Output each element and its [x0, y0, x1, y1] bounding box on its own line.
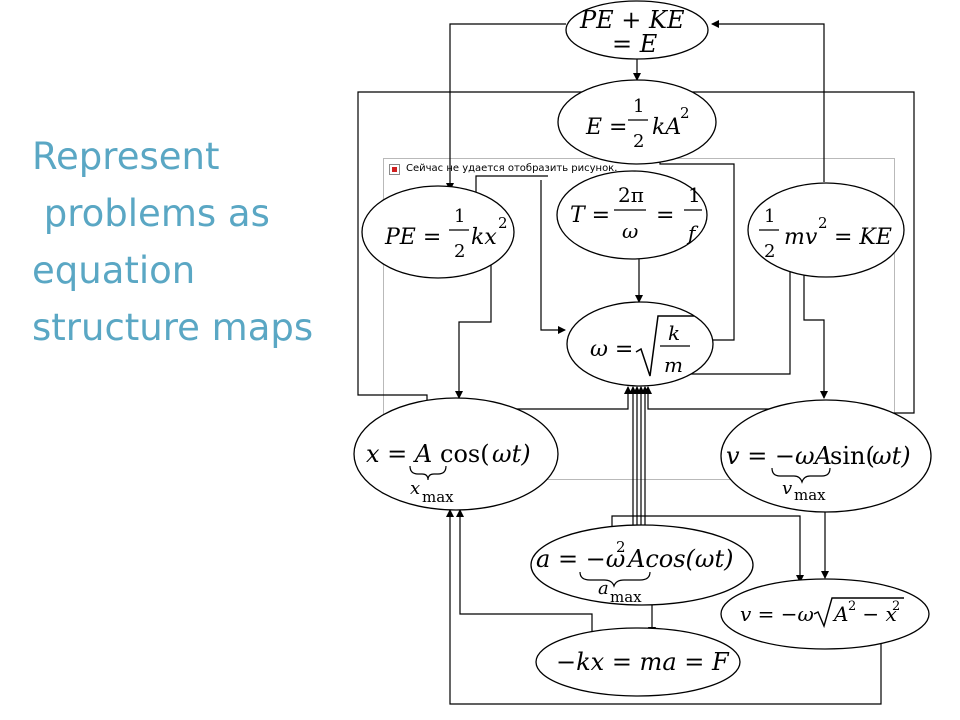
omega-den: m — [664, 353, 683, 377]
acceleration-text-b: Acos(ωt) — [626, 545, 733, 573]
energy-amplitude-lhs: E = — [585, 115, 628, 140]
potential-energy-num: 1 — [454, 206, 465, 227]
potential-energy-den: 2 — [454, 241, 465, 262]
energy-amplitude-exp: 2 — [680, 104, 690, 122]
velocity-sub: max — [794, 486, 826, 504]
connector-ke-to-total — [711, 20, 825, 182]
potential-energy-exp: 2 — [498, 214, 508, 232]
title-line: Represent — [32, 135, 220, 178]
acceleration-sub: max — [610, 588, 642, 606]
kinetic-energy-num: 1 — [764, 206, 775, 227]
vpos-text-c: − x — [856, 602, 897, 626]
equation-texts: PE + KE = E E = 1 2 kA 2 PE = 1 2 kx 2 T… — [366, 6, 911, 676]
title-line: problems as — [32, 192, 270, 235]
omega-num: k — [668, 321, 680, 345]
ellipse-total-energy — [565, 0, 709, 60]
acceleration-exp: 2 — [616, 538, 626, 556]
total-energy-line2: = E — [612, 30, 658, 58]
sqrt-sign — [635, 315, 694, 377]
energy-amplitude-rhs: kA — [652, 115, 681, 140]
vpos-text-a: v = −ω — [740, 602, 814, 626]
ellipse-velocity — [720, 399, 932, 513]
period-eq: = — [656, 203, 674, 228]
connector-to-omega-left — [540, 180, 566, 334]
period-num1: 2π — [618, 183, 644, 207]
connector-vpos-to-position — [446, 509, 885, 705]
underbrace — [579, 571, 651, 588]
connector-ke-to-omega — [666, 245, 794, 375]
vpos-exp1: 2 — [848, 599, 856, 614]
slide-title: Represent problems as equation structure… — [32, 128, 352, 356]
force-text: −kx = ma = F — [556, 648, 730, 676]
kinetic-energy-rhs: = KE — [834, 225, 892, 250]
connector-total-to-pe — [446, 23, 566, 191]
ellipse-kinetic-energy — [747, 182, 905, 278]
ellipse-energy-amplitude — [557, 79, 717, 165]
total-energy-line1: PE + KE — [579, 6, 685, 34]
velocity-text-b: sin( — [830, 442, 875, 470]
title-line: structure maps — [32, 306, 314, 349]
ellipse-acceleration — [530, 524, 754, 606]
energy-amplitude-den: 2 — [633, 131, 644, 152]
sqrt-sign — [813, 597, 904, 629]
velocity-text-c: ωt) — [872, 442, 911, 470]
position-text-c: ωt) — [492, 440, 531, 468]
equation-ellipses — [353, 0, 932, 697]
period-den1: ω — [622, 219, 638, 243]
kinetic-energy-exp: 2 — [818, 214, 828, 232]
broken-image-alt-text: Сейчас не удается отобразить рисунок. — [406, 163, 618, 174]
ellipse-velocity-position — [720, 578, 930, 650]
vpos-text-b: A — [832, 602, 848, 626]
potential-energy-lhs: PE = — [384, 225, 441, 250]
energy-amplitude-num: 1 — [633, 96, 644, 117]
ellipse-position — [353, 397, 559, 511]
ellipse-potential-energy — [361, 185, 515, 279]
broken-image-icon — [389, 164, 400, 175]
underbrace — [409, 465, 447, 481]
omega-lhs: ω = — [590, 337, 633, 362]
period-num2: 1 — [688, 183, 701, 207]
acceleration-under: a — [598, 578, 609, 599]
position-text-b: cos( — [440, 440, 490, 468]
position-under: x — [410, 478, 420, 499]
potential-energy-rhs: kx — [471, 225, 497, 250]
connector-pe-to-position — [455, 246, 492, 399]
connector-ke-to-velocity — [800, 245, 828, 399]
underbrace — [771, 467, 831, 484]
ellipse-period — [556, 170, 708, 260]
kinetic-energy-den: 2 — [764, 241, 775, 262]
acceleration-text-a: a = −ω — [536, 545, 625, 573]
position-sub: max — [422, 488, 454, 506]
kinetic-energy-mid: mv — [784, 225, 818, 250]
position-text-a: x = A — [366, 440, 432, 468]
period-lhs: T = — [570, 203, 610, 228]
ellipse-angular-frequency — [566, 301, 714, 387]
velocity-text-a: v = −ωA — [726, 442, 832, 470]
ellipse-force — [535, 627, 741, 697]
velocity-under: v — [782, 478, 792, 499]
vpos-exp2: 2 — [892, 599, 900, 614]
title-line: equation — [32, 249, 196, 292]
